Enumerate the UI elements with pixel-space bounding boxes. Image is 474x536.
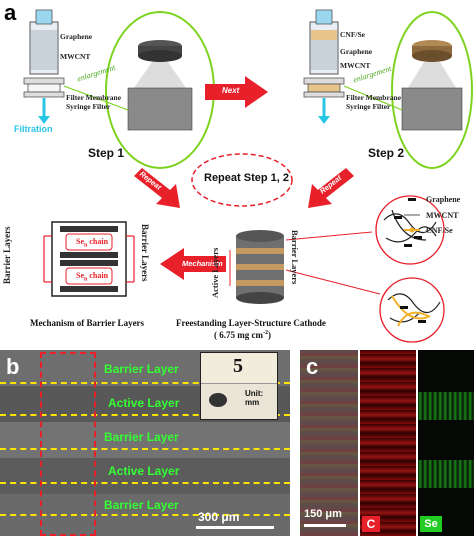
sem-band-4: [0, 458, 290, 494]
highlight-box: [40, 352, 96, 536]
next-arrow: [205, 76, 268, 108]
sem-image: [300, 350, 358, 536]
step1-mwcnt-label: MWCNT: [60, 52, 91, 61]
ruler-number: 5: [233, 355, 243, 377]
panel-c-scale-bar: [304, 524, 346, 527]
caption-mechanism: Mechanism of Barrier Layers: [30, 318, 145, 328]
sem-band-3: [0, 422, 290, 458]
layer-boundary-1: [0, 382, 290, 384]
mechanism-arrow-label: Mechanism: [182, 259, 223, 268]
caption-loading-main: ( 6.75 mg cm: [214, 330, 263, 340]
panel-a-graphics: [23, 9, 473, 343]
panel-a-letter: a: [4, 0, 17, 25]
step1-syringe: [23, 9, 65, 124]
step1-graphene-label: Graphene: [60, 32, 93, 41]
barrier-left-label: Barrier Layers: [2, 226, 12, 284]
chain2-se: Se: [76, 271, 84, 280]
legend-mwcnt: MWCNT: [426, 211, 459, 220]
panel-b: b Barrier Layer Active Layer Barrier Lay…: [0, 350, 290, 536]
barrier-right-label: Barrier Layers: [140, 224, 150, 282]
layer-boundary-4: [0, 482, 290, 484]
cathode-stack: [236, 230, 284, 304]
sem-image-texture: [300, 350, 358, 536]
chain1-se: Se: [76, 237, 84, 246]
step1-label: Step 1: [88, 146, 125, 160]
selenium-band-1: [418, 392, 474, 420]
repeat-center-label: Repeat Step 1, 2: [204, 172, 289, 184]
panel-b-letter: b: [6, 354, 20, 379]
next-label: Next: [222, 86, 240, 95]
repeat-ellipse: [191, 153, 293, 207]
chain1-sub: n: [84, 242, 88, 249]
layer-label-1: Barrier Layer: [104, 362, 179, 376]
step2-filter-membrane-label: Filter Membrane: [346, 93, 402, 102]
caption-loading-sup: -2: [263, 330, 268, 336]
panel-c-letter: c: [306, 354, 319, 379]
panel-c-scale-label: 150 μm: [304, 508, 342, 520]
caption-loading-end: ): [268, 330, 271, 340]
step2-syringe-filter-label: Syringe Filter: [346, 102, 391, 111]
chain2-sub: n: [84, 276, 88, 283]
chain1-label: Sen chain: [76, 237, 108, 249]
step2-mwcnt-label: MWCNT: [340, 61, 371, 70]
layer-boundary-2: [0, 414, 290, 416]
selenium-map-label: Se: [420, 516, 442, 532]
layer-label-3: Barrier Layer: [104, 430, 179, 444]
filtration-label: Filtration: [14, 124, 53, 134]
step2-label: Step 2: [368, 146, 405, 160]
selenium-map: [418, 350, 474, 536]
layer-label-4: Active Layer: [108, 464, 180, 478]
active-zoom-circle: [379, 277, 445, 343]
step1-filter-membrane-label: Filter Membrane: [66, 93, 122, 102]
panel-b-scale-label: 300 μm: [198, 510, 240, 524]
chain1-tail: chain: [87, 237, 109, 246]
ruler-unit: Unit: mm: [245, 389, 263, 407]
carbon-map-texture: [360, 350, 416, 536]
ruler-unit-line2: mm: [245, 398, 260, 407]
ruler-unit-line1: Unit:: [245, 389, 264, 398]
sample-disc: [209, 393, 227, 407]
barrier-layers-right-label: Barrier Layers: [290, 230, 300, 285]
mechanism-box: [51, 221, 127, 297]
panel-c: c 150 μm C Se: [300, 350, 474, 536]
step2-graphene-label: Graphene: [340, 47, 373, 56]
ruler-inset: 5 Unit: mm: [200, 352, 278, 420]
repeat-left-arrow: [134, 168, 180, 208]
ruler-strip: [201, 353, 277, 384]
caption-cathode: Freestanding Layer-Structure Cathode: [176, 318, 326, 328]
mechanism-arrow: [160, 248, 226, 280]
active-layers-label: Active Layers: [210, 247, 220, 298]
step2-enlargement-circle: [391, 11, 473, 169]
step1-syringe-filter-label: Syringe Filter: [66, 102, 111, 111]
step2-syringe: [303, 9, 345, 124]
repeat-right-arrow: [308, 168, 354, 208]
panel-b-scale-bar: [196, 526, 274, 529]
carbon-map: [360, 350, 416, 536]
panel-a: a: [0, 0, 474, 344]
legend-graphene: Graphene: [426, 195, 461, 204]
step2-cnf-se-label: CNF/Se: [340, 30, 365, 39]
layer-label-5: Barrier Layer: [104, 498, 179, 512]
chain2-tail: chain: [87, 271, 109, 280]
selenium-band-2: [418, 460, 474, 488]
carbon-map-label: C: [362, 516, 380, 532]
layer-label-2: Active Layer: [108, 396, 180, 410]
legend-cnf-se: CNF/Se: [426, 226, 453, 235]
caption-loading: ( 6.75 mg cm-2): [214, 330, 271, 340]
layer-boundary-3: [0, 448, 290, 450]
layer-boundary-5: [0, 514, 290, 516]
chain2-label: Sen chain: [76, 271, 108, 283]
